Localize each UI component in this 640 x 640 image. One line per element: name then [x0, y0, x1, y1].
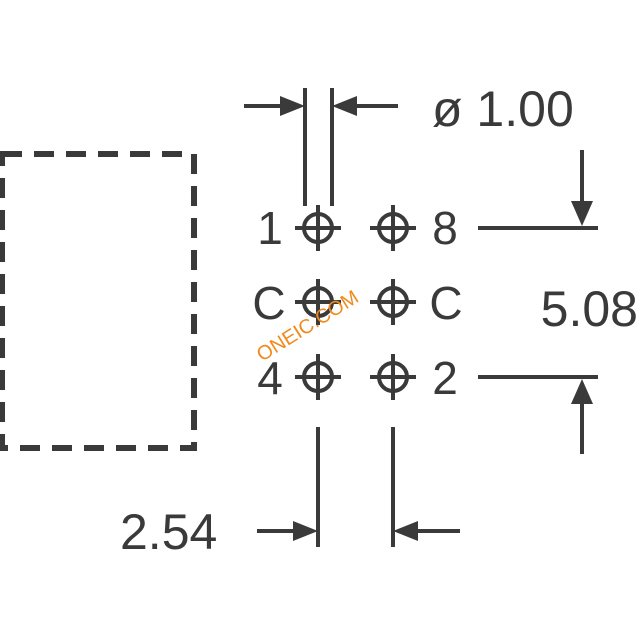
- pin-label-bottom-right: 2: [432, 352, 458, 404]
- row-pitch-arrow-bottom-head: [571, 379, 593, 404]
- pin-label-bottom-left: 4: [257, 352, 283, 404]
- column-pitch-dimension: 2.54: [120, 427, 460, 560]
- column-pitch-label: 2.54: [120, 504, 217, 560]
- component-outline: [0, 151, 197, 451]
- column-pitch-arrow-left-head: [293, 521, 318, 541]
- column-pitch-arrow-right-head: [393, 521, 418, 541]
- pin-hole-middle-right: [370, 279, 416, 325]
- pin-hole-top-left: [295, 205, 341, 251]
- pin-hole-middle-left: [295, 279, 341, 325]
- diameter-arrow-right-head: [332, 96, 357, 116]
- pin-label-top-left: 1: [257, 202, 283, 254]
- row-pitch-label: 5.08: [541, 281, 638, 337]
- pin-hole-top-right: [370, 205, 416, 251]
- hole-diameter-dimension: ø 1.00: [244, 81, 574, 206]
- pin-label-top-right: 8: [432, 202, 458, 254]
- pin-label-middle-left: C: [252, 277, 285, 329]
- row-pitch-dimension: 5.08: [478, 150, 638, 454]
- pin-hole-bottom-right: [370, 354, 416, 400]
- diameter-label: ø 1.00: [432, 81, 574, 137]
- row-pitch-arrow-top-head: [571, 201, 593, 226]
- pin-hole-bottom-left: [295, 354, 341, 400]
- pin-label-middle-right: C: [429, 277, 462, 329]
- diameter-arrow-left-head: [280, 96, 305, 116]
